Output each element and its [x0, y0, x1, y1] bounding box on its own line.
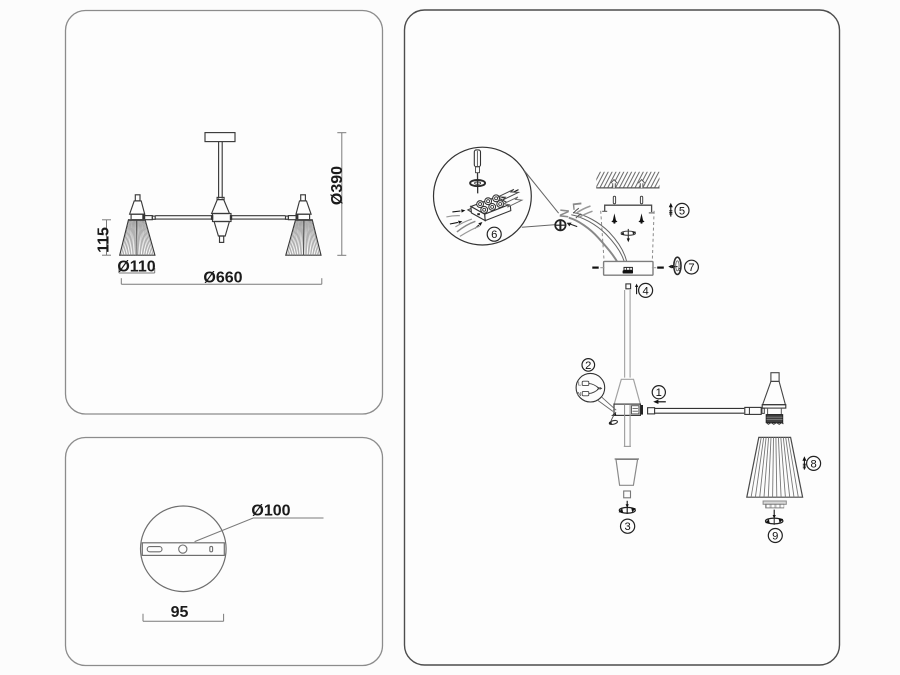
svg-text:6: 6 [491, 229, 497, 241]
svg-text:2: 2 [585, 360, 591, 372]
svg-text:Ø660: Ø660 [203, 270, 242, 287]
svg-text:8: 8 [810, 458, 816, 470]
svg-text:L: L [570, 202, 585, 211]
svg-text:1: 1 [656, 387, 662, 399]
svg-text:Ø100: Ø100 [251, 503, 290, 520]
svg-text:5: 5 [679, 205, 685, 217]
svg-text:N: N [577, 392, 581, 398]
svg-text:115: 115 [95, 227, 112, 253]
svg-text:N: N [557, 208, 572, 218]
svg-text:L: L [578, 382, 582, 388]
svg-text:95: 95 [171, 604, 189, 621]
svg-text:9: 9 [772, 531, 778, 543]
svg-text:4: 4 [642, 285, 648, 297]
svg-text:7: 7 [688, 262, 694, 274]
svg-text:3: 3 [624, 521, 630, 533]
svg-text:Ø390: Ø390 [329, 166, 346, 205]
svg-text:Ø110: Ø110 [117, 259, 155, 276]
